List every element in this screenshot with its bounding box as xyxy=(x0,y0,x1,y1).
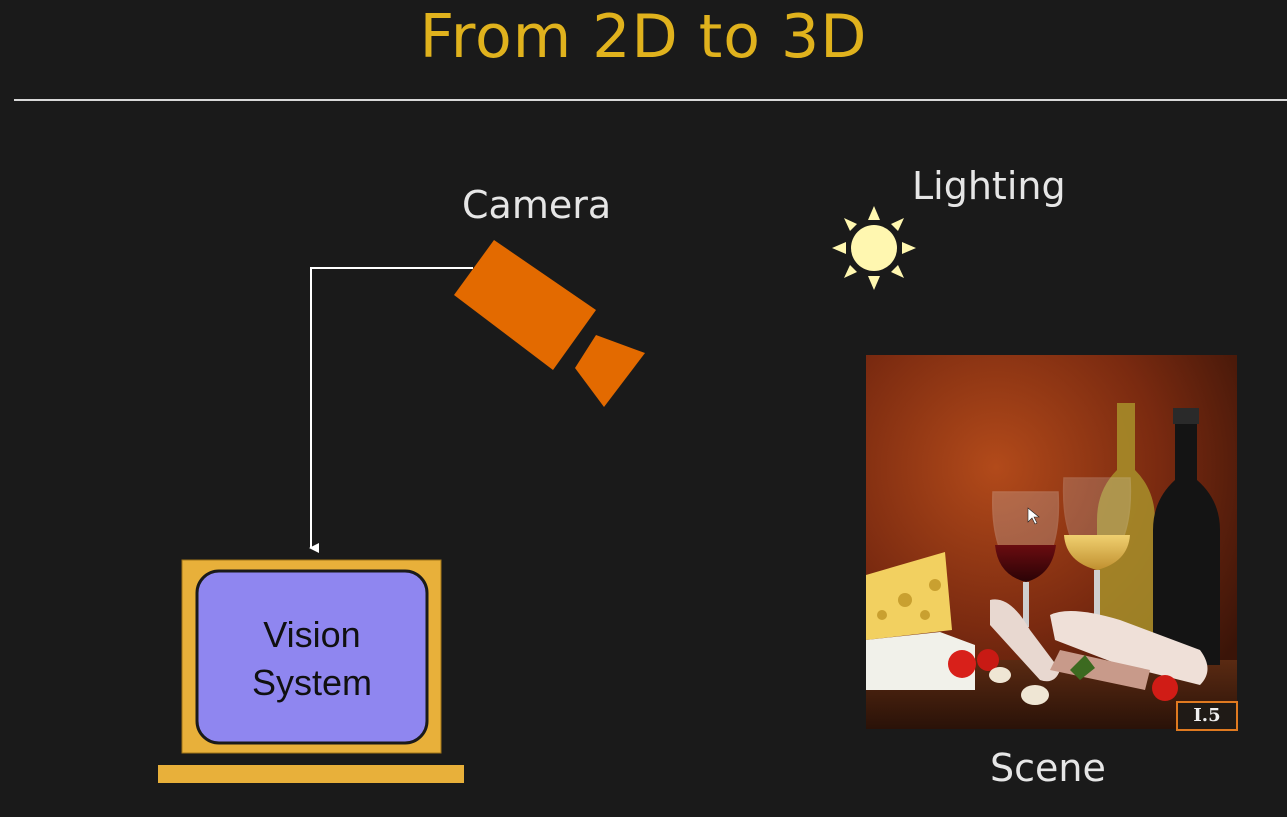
vision-system-line2: System xyxy=(251,662,373,703)
vision-system-line1: Vision xyxy=(263,614,361,655)
sun-icon xyxy=(832,206,916,290)
scene-image xyxy=(866,355,1237,729)
camera-to-vision-arrow xyxy=(309,267,473,553)
camera-label: Camera xyxy=(462,183,612,227)
camera-icon xyxy=(454,240,645,407)
scene-image-badge: I.5 xyxy=(1176,701,1238,731)
slide-title: From 2D to 3D xyxy=(419,2,868,72)
monitor-icon xyxy=(158,559,464,783)
vision-system-label: Vision System xyxy=(198,611,426,707)
scene-label: Scene xyxy=(990,746,1106,790)
title-divider xyxy=(14,99,1287,101)
lighting-label: Lighting xyxy=(912,164,1066,208)
